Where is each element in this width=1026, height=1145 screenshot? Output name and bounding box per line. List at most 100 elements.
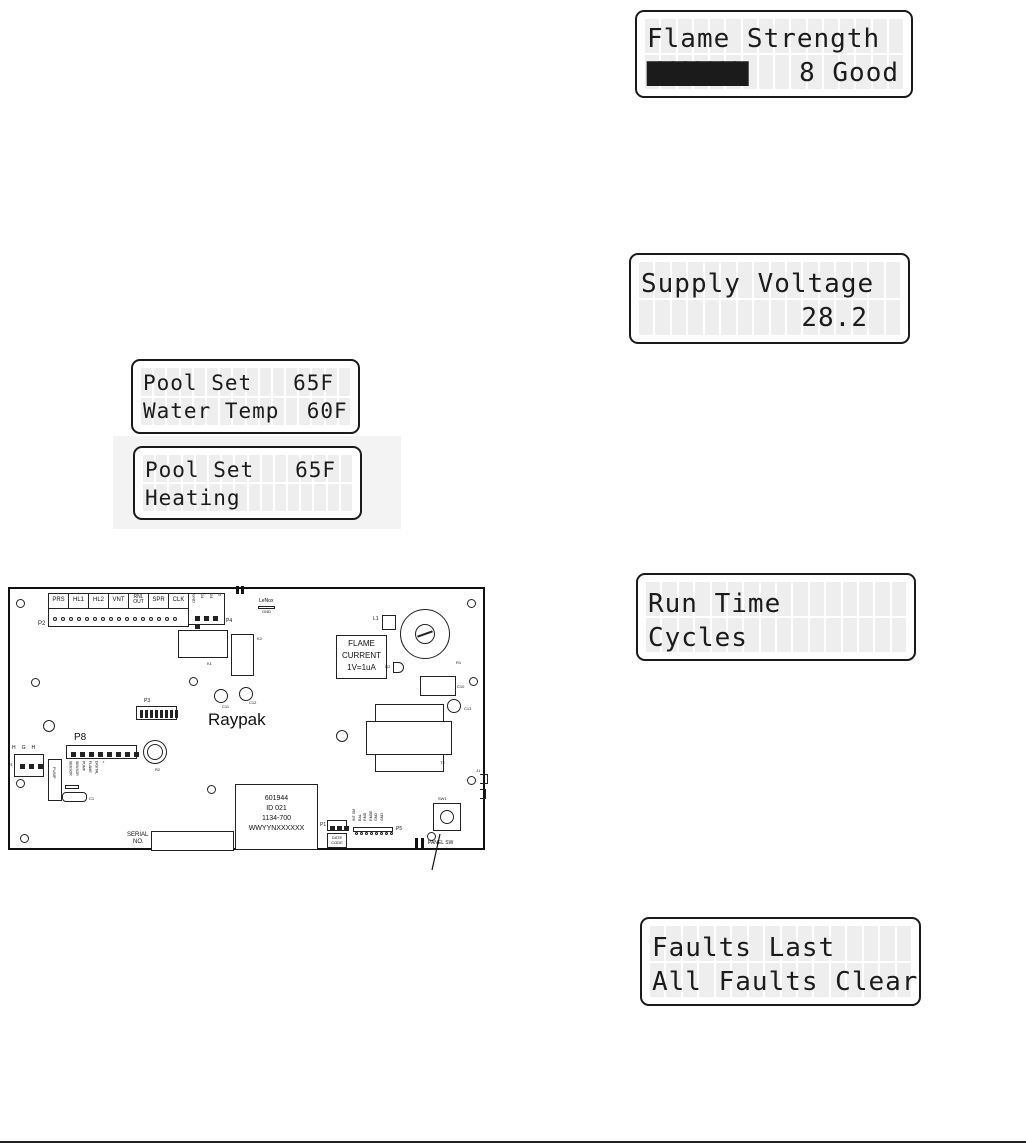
lcd-char-cell: [235, 455, 247, 482]
lcd-char-cell: [301, 455, 313, 482]
p4-pin-label: 24: [208, 594, 214, 599]
lcd-char-cell: [678, 582, 694, 616]
flame-label-line: FLAME: [348, 639, 375, 648]
lcd-char-cell: [704, 299, 720, 335]
flame-strength-value: 8 Good: [799, 58, 899, 88]
panel-sw-label: PANEL SW: [428, 840, 454, 846]
lcd-faults-last: Faults Last All Faults Clear: [640, 917, 921, 1006]
lcd-char-cell: [338, 368, 350, 396]
p2-label: P2: [38, 621, 46, 627]
lcd-char-cell: [286, 397, 298, 425]
lcd-char-cell: [781, 926, 796, 961]
lcd-char-cell: [775, 55, 790, 89]
lcd-char-cell: [858, 618, 874, 652]
lcd-run-time-cycles: Run Time Cycles: [636, 573, 916, 661]
c10-label: C10: [457, 684, 465, 689]
lcd-char-cell: [830, 962, 846, 997]
lcd-char-cell: [327, 484, 339, 511]
lcd-char-cell: [791, 19, 806, 53]
lcd-grid: [650, 926, 911, 997]
lcd-char-cell: [143, 484, 155, 511]
p5-pin-label: RMDE: [368, 810, 373, 821]
lcd-char-cell: [744, 618, 759, 652]
mounting-hole: [336, 730, 348, 742]
p5-header: [353, 827, 393, 835]
p5-pin-labels: INT SM BAL RMD RMDE GND GND: [352, 809, 384, 821]
lcd-char-cell: [891, 618, 906, 652]
board-tab-bottom: [415, 838, 418, 850]
lcd-supply-voltage: Supply Voltage 28.2: [629, 253, 910, 344]
lcd-char-cell: [896, 926, 911, 961]
switch-sw1-button: [440, 810, 454, 824]
pump-relay: [48, 759, 62, 801]
lcd-char-cell: [840, 19, 855, 53]
lcd-char-cell: [793, 582, 808, 616]
lcd-char-cell: [259, 397, 271, 425]
board-tab-bottom: [421, 838, 424, 850]
p1-side-label: P1: [8, 762, 13, 767]
lcd-char-cell: [803, 262, 818, 298]
date-code-box: DATE CODE: [327, 833, 347, 848]
lcd-char-cell: [863, 962, 879, 997]
lcd-char-cell: [661, 55, 676, 89]
p5-label: P5: [396, 826, 403, 832]
lcd-char-cell: [206, 397, 219, 425]
header-label: CLK: [172, 597, 185, 603]
component-r2-inner: [147, 744, 163, 760]
lcd-char-cell: [312, 397, 324, 425]
lcd-char-cell: [248, 484, 260, 511]
p4-pin-label: GND: [191, 594, 197, 603]
lcd-flame-strength: Flame Strength ▇▇▇▇▇▇▇▇ 8 Good: [635, 10, 913, 98]
lcd-char-cell: [286, 368, 298, 396]
lcd-char-cell: [842, 618, 857, 652]
lcd-char-cell: [791, 55, 806, 89]
lennox-label: LeNox: [259, 598, 274, 604]
vr-label: R1: [456, 660, 462, 665]
lcd-char-cell: [781, 962, 796, 997]
p8-pin-label: SENSOR: [68, 761, 73, 776]
flame-label-line: CURRENT: [341, 651, 382, 660]
lcd-char-cell: [711, 618, 726, 652]
lcd-char-cell: [863, 926, 879, 961]
lcd-char-cell: [312, 368, 324, 396]
lcd-char-cell: [836, 262, 851, 298]
lcd-char-cell: [340, 484, 352, 511]
control-board: PRS HL1 HL2 VNT RNL OUT SPR CLK P2 GND 2…: [8, 586, 488, 851]
lcd-char-cell: [814, 962, 829, 997]
mounting-hole: [467, 776, 476, 785]
lcd-char-cell: [823, 55, 838, 89]
lcd-char-cell: [314, 484, 326, 511]
lcd-char-cell: [222, 455, 234, 482]
lcd-char-cell: [872, 19, 887, 53]
inductor-l1: [382, 615, 396, 630]
lcd-char-cell: [858, 582, 874, 616]
lcd-char-cell: [891, 582, 906, 616]
lcd-char-cell: [156, 455, 168, 482]
lcd-pool-set-water-temp: Pool Set 65F Water Temp 60F: [131, 359, 360, 434]
lcd-char-cell: [666, 926, 681, 961]
lcd-char-cell: [259, 368, 271, 396]
capacitor-c12: [239, 687, 253, 701]
relay-k2: [231, 634, 254, 676]
lcd-char-cell: [699, 926, 714, 961]
lcd-char-cell: [274, 455, 287, 482]
lcd-char-cell: [154, 368, 166, 396]
lcd-char-cell: [154, 397, 166, 425]
flame-current-box: FLAME CURRENT 1V=1uA: [336, 635, 387, 679]
t2-label: T2: [440, 760, 445, 765]
lcd-char-cell: [639, 299, 654, 335]
lcd-char-cell: [836, 299, 851, 335]
lcd-line-2: Cycles: [648, 623, 748, 653]
mounting-hole: [427, 832, 436, 841]
chip-line: WWYYNXXXXXX: [248, 825, 305, 832]
brand-logo: Raypak: [208, 710, 266, 729]
lcd-char-cell: [666, 962, 681, 997]
lcd-char-cell: [742, 19, 757, 53]
lcd-char-cell: [261, 484, 273, 511]
lcd-char-cell: [233, 368, 245, 396]
lcd-char-cell: [721, 262, 736, 298]
lcd-char-cell: [852, 262, 868, 298]
connector-j1: [480, 774, 488, 784]
lcd-char-cell: [688, 262, 703, 298]
p1-label: P1: [320, 822, 327, 828]
